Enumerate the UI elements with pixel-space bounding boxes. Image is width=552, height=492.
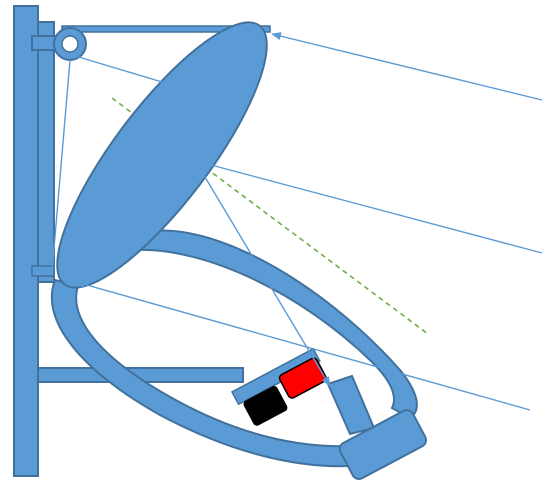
detector-housing — [230, 347, 321, 406]
reflected-ray-focus — [195, 161, 331, 387]
end-cap — [338, 409, 428, 480]
incoming-ray-bottom — [75, 280, 531, 411]
reflected-ray-upper — [61, 51, 183, 89]
mounting-post — [13, 5, 39, 477]
lower-bracket — [31, 265, 55, 277]
incoming-ray-middle — [195, 159, 543, 254]
support-frame — [13, 5, 271, 477]
focusing-horn — [326, 374, 376, 436]
reflected-ray-top — [107, 35, 263, 167]
red-sensor-element — [278, 357, 327, 399]
detector-module — [230, 347, 327, 426]
frame-upright — [37, 21, 55, 283]
light-rays — [51, 32, 543, 411]
primary-reflector-dish — [56, 21, 268, 289]
incoming-ray-top — [271, 32, 543, 101]
reflected-ray-left — [51, 59, 71, 273]
black-sensor-element — [243, 385, 288, 426]
pivot-ring — [53, 27, 87, 61]
